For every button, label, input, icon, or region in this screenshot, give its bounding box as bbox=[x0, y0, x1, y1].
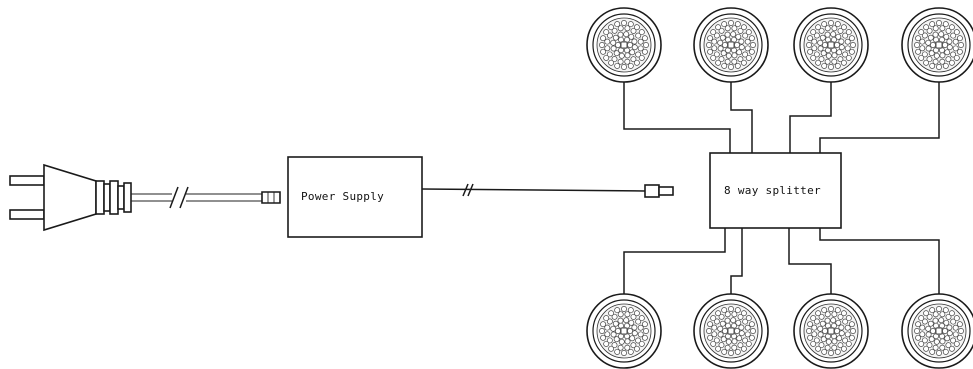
power-supply-box bbox=[287, 156, 423, 238]
dc-jack bbox=[644, 184, 660, 198]
puck-light bbox=[793, 293, 869, 369]
splitter-label: 8 way splitter bbox=[724, 184, 821, 197]
puck-light bbox=[693, 7, 769, 83]
bottom-wiring bbox=[623, 228, 940, 320]
splitter-box bbox=[709, 152, 842, 229]
plug-rib-5 bbox=[123, 182, 132, 213]
power-supply-label: Power Supply bbox=[301, 190, 384, 203]
lights bbox=[586, 7, 973, 369]
splitter: 8 way splitter bbox=[709, 152, 842, 229]
mains-cable bbox=[131, 186, 281, 209]
power-supply: Power Supply bbox=[287, 156, 423, 238]
plug-rib-4 bbox=[117, 185, 125, 210]
puck-light bbox=[586, 293, 662, 369]
dc-lead bbox=[421, 183, 674, 198]
top-wiring bbox=[623, 60, 940, 153]
plug-prong-bottom bbox=[9, 209, 45, 220]
cable-break-mark bbox=[169, 186, 179, 209]
plug-prong-top bbox=[9, 175, 45, 186]
plug-rib-2 bbox=[103, 183, 111, 212]
puck-light bbox=[586, 7, 662, 83]
puck-light bbox=[793, 7, 869, 83]
mains-plug bbox=[9, 163, 132, 232]
plug-rib-1 bbox=[95, 180, 105, 215]
plug-body bbox=[43, 163, 97, 232]
puck-light bbox=[693, 293, 769, 369]
puck-light bbox=[901, 293, 973, 369]
puck-light bbox=[901, 7, 973, 83]
plug-rib-3 bbox=[109, 180, 119, 215]
